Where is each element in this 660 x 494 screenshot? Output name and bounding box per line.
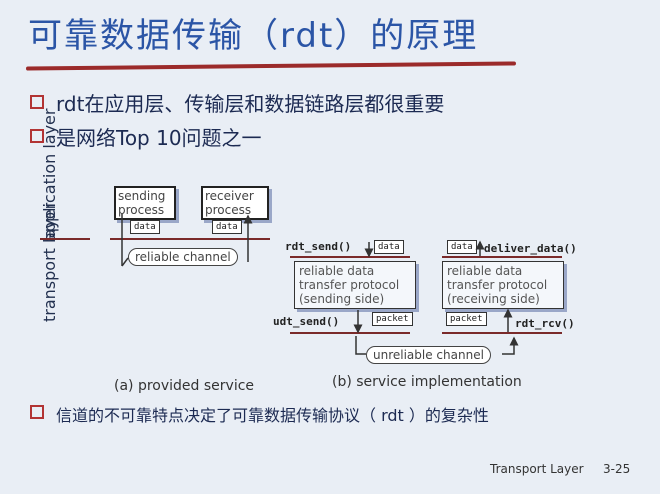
send-to-channel <box>121 257 129 267</box>
reliable-channel: reliable channel <box>128 248 238 266</box>
bullet-3: 信道的不可靠特点决定了可靠数据传输协议（ rdt ）的复杂性 <box>30 402 489 426</box>
bullet-3-text: 信道的不可靠特点决定了可靠数据传输协议（ rdt ）的复杂性 <box>56 406 489 425</box>
bullet-1: rdt在应用层、传输层和数据链路层都很重要 <box>30 88 444 117</box>
sender-bottom-line <box>290 332 410 334</box>
sender-top-line <box>290 256 410 258</box>
footer-section: Transport Layer <box>490 462 584 476</box>
footer-page-number: 3-25 <box>603 462 631 476</box>
bullet-square-icon <box>30 405 44 419</box>
receiver-protocol-line-3: (receiving side) <box>447 292 540 306</box>
caption-b: (b) service implementation <box>332 374 522 390</box>
receiver-bottom-line <box>442 332 562 334</box>
app-transport-line-a <box>110 238 270 240</box>
slide-title: 可靠数据传输（rdt）的原理 <box>28 16 479 56</box>
bullet-square-icon <box>30 129 44 143</box>
sender-protocol-box: reliable data transfer protocol (sending… <box>294 261 416 309</box>
deliver-data-label: deliver_data() <box>484 242 577 255</box>
receiver-protocol-line-2: transfer protocol <box>447 278 548 292</box>
bullet-square-icon <box>30 95 44 109</box>
receiver-top-line <box>442 256 562 258</box>
receiver-protocol-line-1: reliable data <box>447 264 523 278</box>
bullet-1-text: rdt在应用层、传输层和数据链路层都很重要 <box>56 92 445 116</box>
receiver-process-box: receiver process <box>201 186 269 220</box>
sender-protocol-line-3: (sending side) <box>299 292 385 306</box>
data-box-recv: data <box>212 220 242 234</box>
udt-send-label: udt_send() <box>273 315 340 328</box>
packet-box-recv: packet <box>446 312 487 326</box>
data-box-send: data <box>130 220 160 234</box>
bullet-2-text: 是网络Top 10问题之一 <box>56 126 262 150</box>
channel-left-connector <box>355 336 366 355</box>
channel-right-connector <box>502 336 519 355</box>
bullet-2: 是网络Top 10问题之一 <box>30 122 262 151</box>
sender-protocol-line-1: reliable data <box>299 264 375 278</box>
rdt-send-label: rdt_send() <box>285 240 352 253</box>
rdt-rcv-label: rdt_rcv() <box>515 317 575 330</box>
caption-a: (a) provided service <box>114 378 255 394</box>
layer-divider <box>40 238 90 240</box>
packet-box-send: packet <box>372 312 413 326</box>
data-box-rdt-send: data <box>374 240 404 254</box>
receiver-protocol-box: reliable data transfer protocol (receivi… <box>442 261 564 309</box>
sending-process-box: sending process <box>114 186 176 220</box>
unreliable-channel: unreliable channel <box>366 346 491 364</box>
sender-protocol-line-2: transfer protocol <box>299 278 400 292</box>
